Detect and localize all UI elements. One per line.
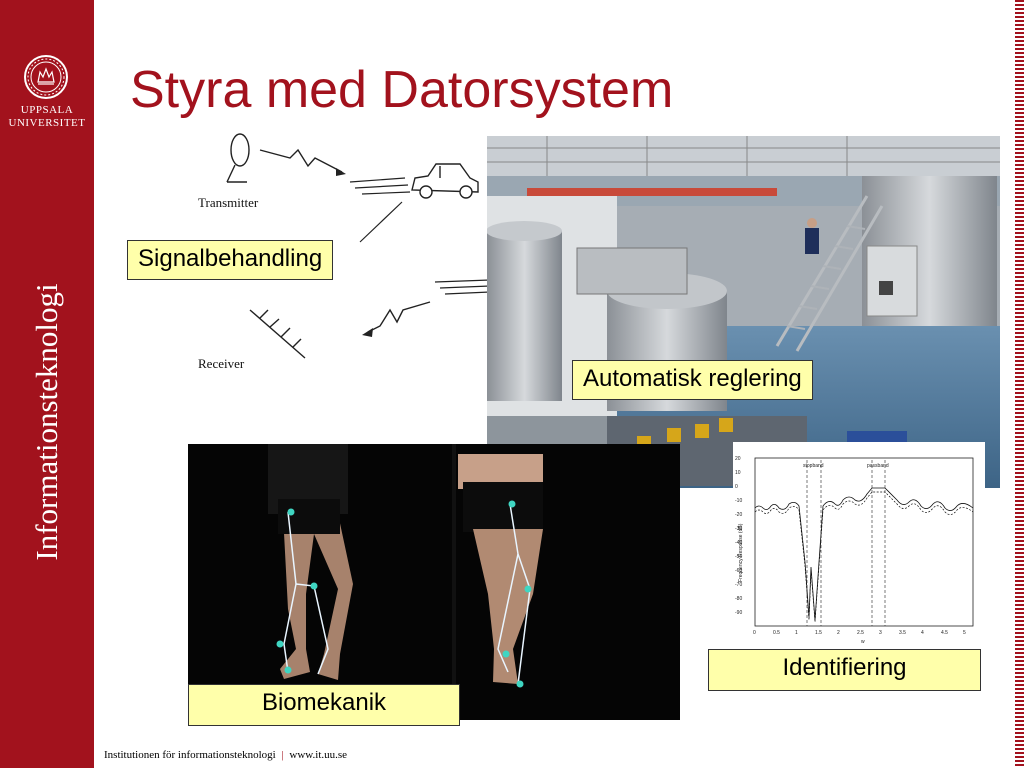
label-identifiering: Identifiering	[708, 649, 981, 691]
y-tick-label: -50	[735, 554, 742, 560]
y-tick-label: -60	[735, 568, 742, 574]
x-tick-label: 3	[879, 630, 882, 636]
x-tick-label: 4.5	[941, 630, 948, 636]
walker-right-figure	[458, 454, 543, 688]
transmitter-icon	[226, 133, 250, 183]
y-tick-label: 20	[735, 456, 741, 462]
label-biomekanik: Biomekanik	[188, 684, 460, 726]
zigzag-signal-top-icon	[259, 148, 343, 173]
receiver-antenna-icon	[249, 309, 306, 359]
passband-label: passband	[867, 463, 889, 469]
transmission-diagram: Transmitter Receiver	[190, 130, 490, 380]
y-tick-label: -70	[735, 582, 742, 588]
receiver-label: Receiver	[198, 356, 245, 371]
x-tick-label: 0.5	[773, 630, 780, 636]
footer-separator: |	[281, 749, 284, 761]
x-tick-label: 2	[837, 630, 840, 636]
y-tick-label: -20	[735, 512, 742, 518]
x-tick-label: 2.5	[857, 630, 864, 636]
x-tick-label: 1	[795, 630, 798, 636]
stopband-label: stopband	[803, 463, 824, 469]
footer-url[interactable]: www.it.uu.se	[289, 749, 348, 761]
university-seal-icon	[24, 55, 68, 99]
x-axis-label: w	[861, 639, 865, 645]
slide-title: Styra med Datorsystem	[130, 61, 674, 119]
y-tick-label: -80	[735, 596, 742, 602]
speed-lines-icon	[349, 177, 411, 195]
factory-photo	[487, 136, 1000, 488]
x-tick-label: 0	[753, 630, 756, 636]
university-name-line2: UNIVERSITET	[8, 117, 86, 129]
walker-left-figure	[268, 444, 353, 680]
footer-institution: Institutionen för informationsteknologi	[104, 749, 276, 761]
x-tick-label: 1.5	[815, 630, 822, 636]
sidebar: UPPSALA UNIVERSITET Informationsteknolog…	[0, 0, 94, 768]
y-tick-label: 10	[735, 470, 741, 476]
y-tick-label: -40	[735, 540, 742, 546]
label-signalbehandling: Signalbehandling	[127, 240, 334, 280]
university-name: UPPSALA UNIVERSITET	[0, 104, 94, 130]
x-tick-label: 3.5	[899, 630, 906, 636]
speed-lines-lower-icon	[434, 279, 490, 295]
y-tick-label: 0	[735, 484, 738, 490]
y-tick-label: -90	[735, 610, 742, 616]
frequency-response-plot: 20 10 0 -10 -20 -30 -40 -50 -60 -70 -80 …	[733, 442, 985, 648]
x-tick-label: 4	[921, 630, 924, 636]
transmitter-label: Transmitter	[198, 195, 259, 210]
right-decorative-stripe	[1015, 0, 1024, 768]
y-tick-label: -10	[735, 498, 742, 504]
x-tick-label: 5	[963, 630, 966, 636]
y-axis-label: Frequency Response (dB)	[738, 523, 744, 582]
footer: Institutionen för informationsteknologi …	[104, 749, 347, 761]
university-name-line1: UPPSALA	[20, 104, 74, 116]
department-vertical-text: Informationsteknologi	[29, 283, 64, 561]
y-tick-label: -30	[735, 526, 742, 532]
biomechanics-video-frames	[188, 444, 680, 720]
label-automatisk-reglering: Automatisk reglering	[572, 360, 813, 400]
zigzag-signal-bottom-icon	[367, 301, 431, 333]
car-icon	[411, 163, 479, 199]
